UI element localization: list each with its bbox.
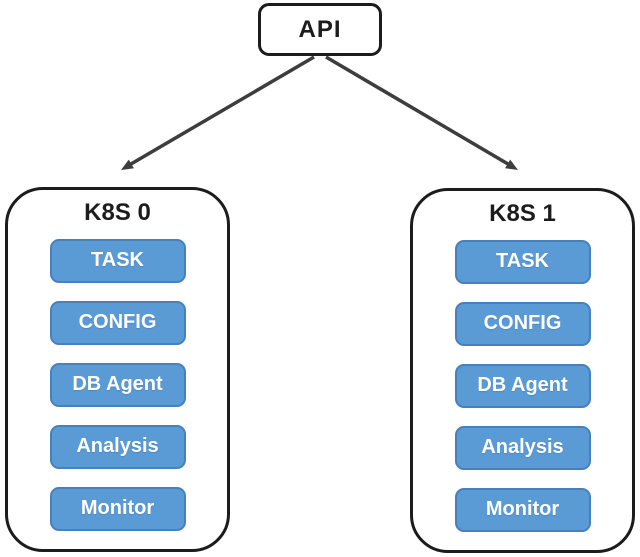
node-monitor: Monitor: [49, 486, 186, 531]
cluster-k8s-1: K8S 1 TASK CONFIG DB Agent Analysis Moni…: [410, 188, 635, 553]
node-config: CONFIG: [49, 300, 186, 345]
cluster-k8s-1-title: K8S 1: [489, 200, 556, 227]
node-task: TASK: [454, 239, 591, 284]
api-node: API: [258, 3, 382, 56]
cluster-k8s-0: K8S 0 TASK CONFIG DB Agent Analysis Moni…: [5, 187, 230, 552]
arrowhead-k8s0-icon: [121, 159, 134, 170]
api-node-label: API: [298, 15, 342, 43]
arrowhead-k8s1-icon: [505, 159, 518, 170]
node-analysis: Analysis: [454, 425, 591, 470]
node-db-agent: DB Agent: [454, 363, 591, 408]
cluster-k8s-0-nodes: TASK CONFIG DB Agent Analysis Monitor: [49, 238, 186, 531]
cluster-k8s-1-nodes: TASK CONFIG DB Agent Analysis Monitor: [454, 239, 591, 532]
arrow-api-to-k8s0: [130, 55, 315, 166]
node-db-agent: DB Agent: [49, 362, 186, 407]
node-analysis: Analysis: [49, 424, 186, 469]
node-task: TASK: [49, 238, 186, 283]
arrow-api-to-k8s1: [325, 55, 509, 166]
cluster-k8s-0-title: K8S 0: [84, 199, 151, 226]
node-config: CONFIG: [454, 301, 591, 346]
node-monitor: Monitor: [454, 487, 591, 532]
